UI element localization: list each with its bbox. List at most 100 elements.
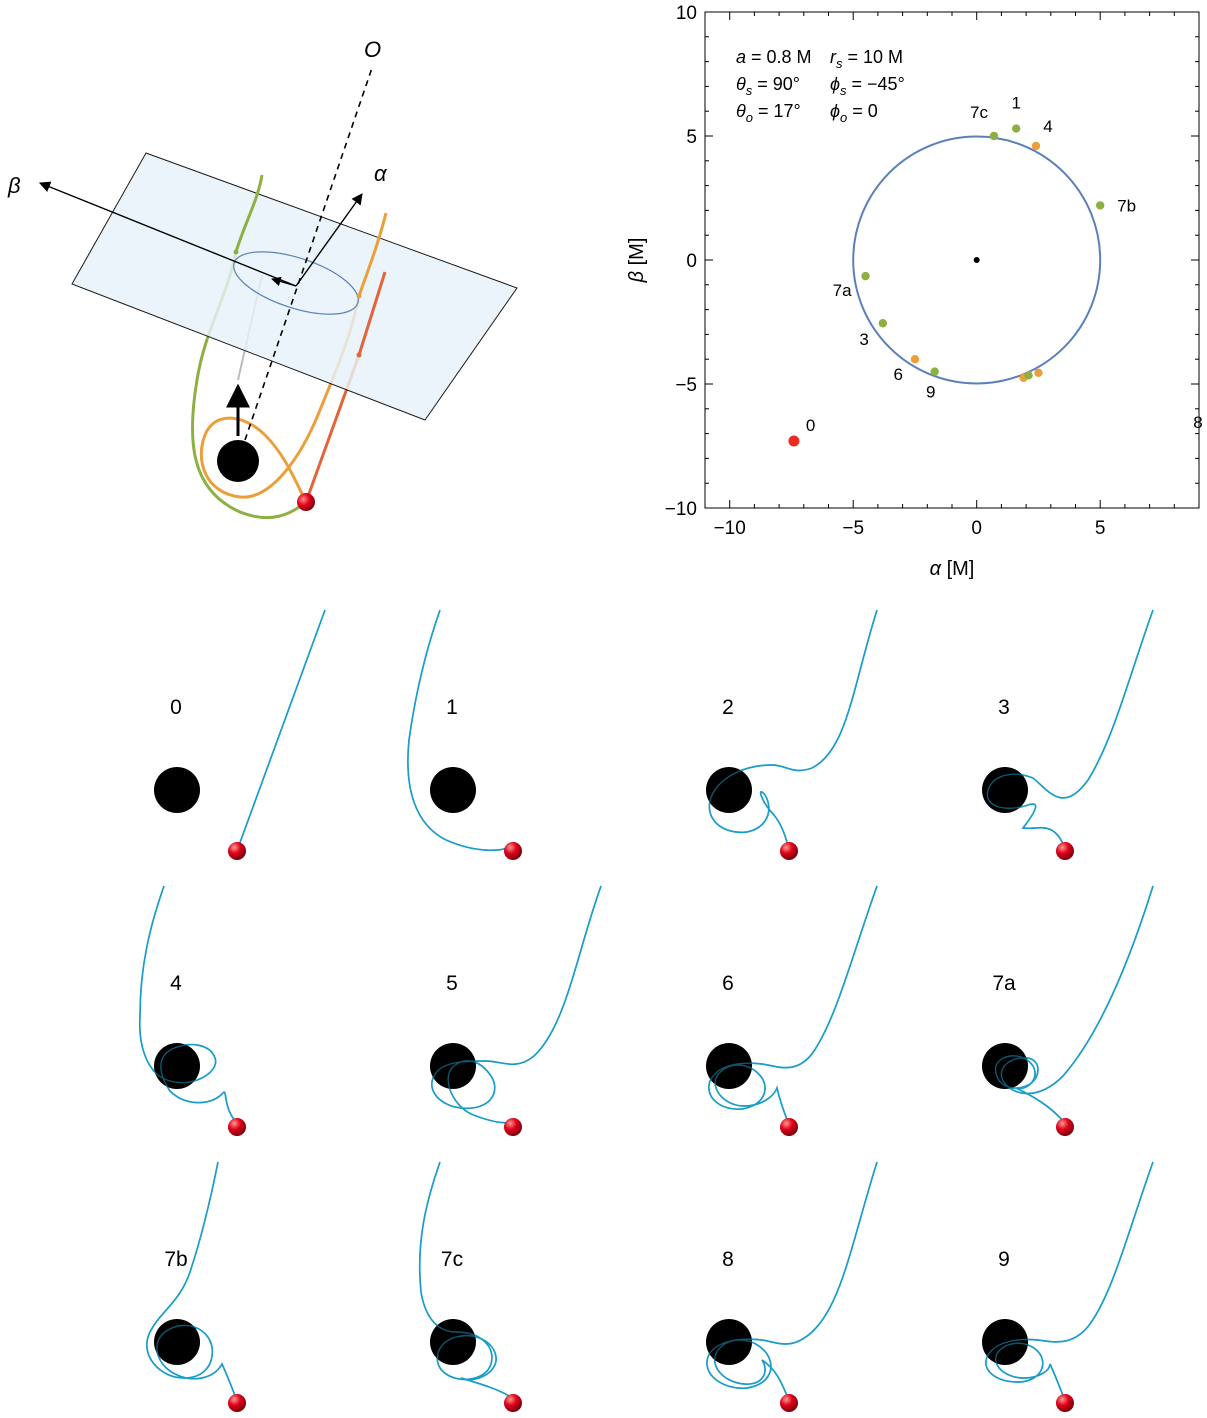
image-point-3 bbox=[878, 319, 888, 328]
plot-ticks bbox=[704, 11, 1200, 509]
alpha-axis-label: α bbox=[374, 161, 388, 186]
photon-trajectory bbox=[407, 609, 513, 852]
image-point-label-7a: 7a bbox=[833, 281, 852, 300]
image-point-7a bbox=[861, 271, 870, 281]
x-tick-label: −10 bbox=[714, 518, 746, 539]
photon-trajectory-front bbox=[418, 1161, 513, 1399]
trajectory-panel-1: 1 bbox=[407, 609, 522, 860]
photon-trajectory-front bbox=[431, 885, 602, 1124]
image-point-label-7b: 7b bbox=[1117, 196, 1136, 215]
beta-axis bbox=[38, 181, 297, 287]
param-left-2: θo = 17° bbox=[736, 101, 801, 125]
source-sphere bbox=[1056, 1394, 1074, 1412]
panel-label: 9 bbox=[998, 1248, 1010, 1271]
photon-trajectory bbox=[418, 1161, 513, 1399]
panel-label: 6 bbox=[722, 972, 734, 995]
image-point-label-1: 1 bbox=[1011, 94, 1020, 113]
shadow-ellipse bbox=[233, 251, 359, 315]
orange-ray-upper bbox=[357, 212, 388, 297]
source-sphere bbox=[297, 493, 315, 511]
source-sphere bbox=[228, 1394, 246, 1412]
y-tick-label: −10 bbox=[665, 499, 697, 520]
photon-trajectory-front bbox=[146, 1161, 237, 1399]
trajectory-panel-2: 2 bbox=[706, 609, 878, 860]
alpha-axis bbox=[295, 193, 363, 287]
source-sphere bbox=[504, 1118, 522, 1136]
green-ray-hit bbox=[233, 249, 239, 255]
black-hole bbox=[430, 1319, 476, 1365]
red-ray-upper bbox=[357, 271, 387, 356]
source-point-label: 0 bbox=[806, 416, 815, 435]
panel-label: 8 bbox=[722, 1248, 734, 1271]
trajectory-panel-3: 3 bbox=[982, 609, 1154, 860]
image-point-label-4: 4 bbox=[1043, 117, 1052, 136]
image-point-6 bbox=[910, 355, 920, 364]
x-tick-label: −5 bbox=[842, 518, 864, 539]
small-arrow bbox=[271, 276, 297, 287]
trajectory-panel-5: 5 bbox=[430, 885, 602, 1136]
x-axis-label: α [M] bbox=[930, 558, 975, 580]
x-tick-label: 0 bbox=[971, 518, 982, 539]
source-sphere bbox=[504, 842, 522, 860]
black-hole bbox=[154, 1319, 200, 1365]
trajectory-panel-9: 9 bbox=[982, 1161, 1154, 1412]
panel-label: 4 bbox=[170, 972, 182, 995]
image-point-5 bbox=[1024, 371, 1033, 380]
source-sphere bbox=[780, 1118, 798, 1136]
photon-trajectory-front bbox=[139, 885, 237, 1123]
panel-label: 7a bbox=[992, 972, 1016, 995]
y-axis-label: β [M] bbox=[626, 238, 648, 284]
panel-label: 3 bbox=[998, 696, 1010, 719]
source-sphere bbox=[1056, 842, 1074, 860]
photon-trajectory-front bbox=[994, 885, 1154, 1123]
label-arrows: 285 bbox=[1193, 413, 1202, 432]
image-point-1 bbox=[1012, 124, 1021, 133]
trajectory-panels: 0 1 2 3 4 5 6 7a 7b 7c 8 9 bbox=[138, 609, 1154, 1412]
black-hole bbox=[217, 440, 259, 482]
image-point-9 bbox=[930, 367, 939, 376]
trajectory-panel-6: 6 bbox=[706, 885, 878, 1136]
image-plane bbox=[71, 152, 518, 421]
image-point-4 bbox=[1031, 141, 1041, 151]
image-point-label-8: 8 bbox=[1193, 413, 1202, 432]
green-ray-upper bbox=[234, 174, 264, 253]
image-point-7b bbox=[1096, 201, 1105, 210]
orange-ray-hit bbox=[356, 293, 362, 299]
photon-trajectory bbox=[994, 885, 1154, 1123]
trajectory-panel-0: 0 bbox=[154, 609, 326, 860]
red-ray-hit bbox=[356, 352, 362, 358]
panel-label: 7b bbox=[164, 1248, 187, 1271]
image-point-label-6: 6 bbox=[893, 365, 902, 384]
photon-trajectory-front bbox=[407, 609, 513, 851]
param-left-0: a = 0.8 M bbox=[736, 47, 812, 67]
panel-label: 0 bbox=[170, 696, 182, 719]
source-point bbox=[788, 435, 800, 447]
panel-label: 1 bbox=[446, 696, 458, 719]
geometry-schematic: O α β bbox=[7, 37, 518, 520]
y-tick-label: −5 bbox=[675, 375, 697, 396]
photon-trajectory-front bbox=[985, 1161, 1154, 1399]
trajectory-panel-8: 8 bbox=[706, 1161, 878, 1412]
image-point-label-3: 3 bbox=[859, 330, 868, 349]
source-sphere bbox=[228, 842, 246, 860]
y-tick-label: 0 bbox=[686, 251, 697, 272]
image-point-label-9: 9 bbox=[926, 383, 935, 402]
param-right-2: ϕo = 0 bbox=[830, 101, 878, 125]
panel-label: 7c bbox=[441, 1248, 463, 1271]
param-right-1: ϕs = −45° bbox=[830, 74, 905, 98]
x-tick-label: 5 bbox=[1095, 518, 1106, 539]
trajectory-panel-7c: 7c bbox=[418, 1161, 522, 1412]
photon-trajectory bbox=[138, 885, 237, 1123]
param-left-1: θs = 90° bbox=[736, 74, 800, 98]
source-sphere bbox=[780, 842, 798, 860]
observer-label: O bbox=[364, 37, 381, 62]
orange-ray-lower bbox=[199, 295, 361, 503]
photon-trajectory-front bbox=[986, 609, 1154, 847]
image-point-2 bbox=[1034, 368, 1043, 378]
black-hole bbox=[154, 767, 200, 813]
trajectory-panel-4: 4 bbox=[138, 885, 246, 1136]
